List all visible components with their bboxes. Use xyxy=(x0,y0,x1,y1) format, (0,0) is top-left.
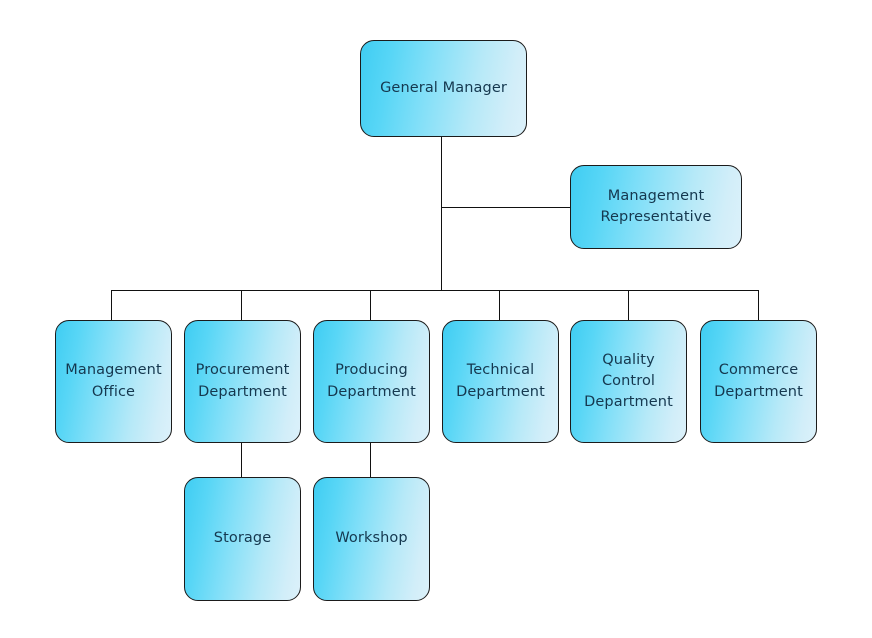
node-management-representative-label: Management Representative xyxy=(600,187,712,225)
node-commerce-department-label: Commerce Department xyxy=(714,362,803,400)
connector-drop-commerce-department xyxy=(758,290,760,321)
node-quality-control-department[interactable]: Quality Control Department xyxy=(570,320,687,443)
node-workshop[interactable]: Workshop xyxy=(313,477,430,601)
connector-producing-to-workshop xyxy=(370,443,372,478)
connector-procurement-to-storage xyxy=(241,443,243,478)
connector-department-bus xyxy=(111,290,759,292)
node-management-representative[interactable]: Management Representative xyxy=(570,165,742,249)
node-commerce-department[interactable]: Commerce Department xyxy=(700,320,817,443)
connector-drop-quality-control-department xyxy=(628,290,630,321)
node-procurement-department[interactable]: Procurement Department xyxy=(184,320,301,443)
connector-gm-to-management-representative xyxy=(441,207,571,209)
node-storage[interactable]: Storage xyxy=(184,477,301,601)
node-workshop-label: Workshop xyxy=(335,530,408,547)
connector-gm-trunk xyxy=(441,137,443,291)
connector-drop-management-office xyxy=(111,290,113,321)
connector-drop-procurement-department xyxy=(241,290,243,321)
node-management-office[interactable]: Management Office xyxy=(55,320,172,443)
node-technical-department[interactable]: Technical Department xyxy=(442,320,559,443)
node-producing-department[interactable]: Producing Department xyxy=(313,320,430,443)
node-quality-control-department-label: Quality Control Department xyxy=(584,351,673,410)
connector-drop-technical-department xyxy=(499,290,501,321)
node-general-manager[interactable]: General Manager xyxy=(360,40,527,137)
node-management-office-label: Management Office xyxy=(65,362,162,400)
node-technical-department-label: Technical Department xyxy=(456,362,545,400)
node-procurement-department-label: Procurement Department xyxy=(195,362,290,400)
node-storage-label: Storage xyxy=(213,530,272,547)
connector-drop-producing-department xyxy=(370,290,372,321)
node-general-manager-label: General Manager xyxy=(380,79,507,96)
node-producing-department-label: Producing Department xyxy=(327,362,416,400)
